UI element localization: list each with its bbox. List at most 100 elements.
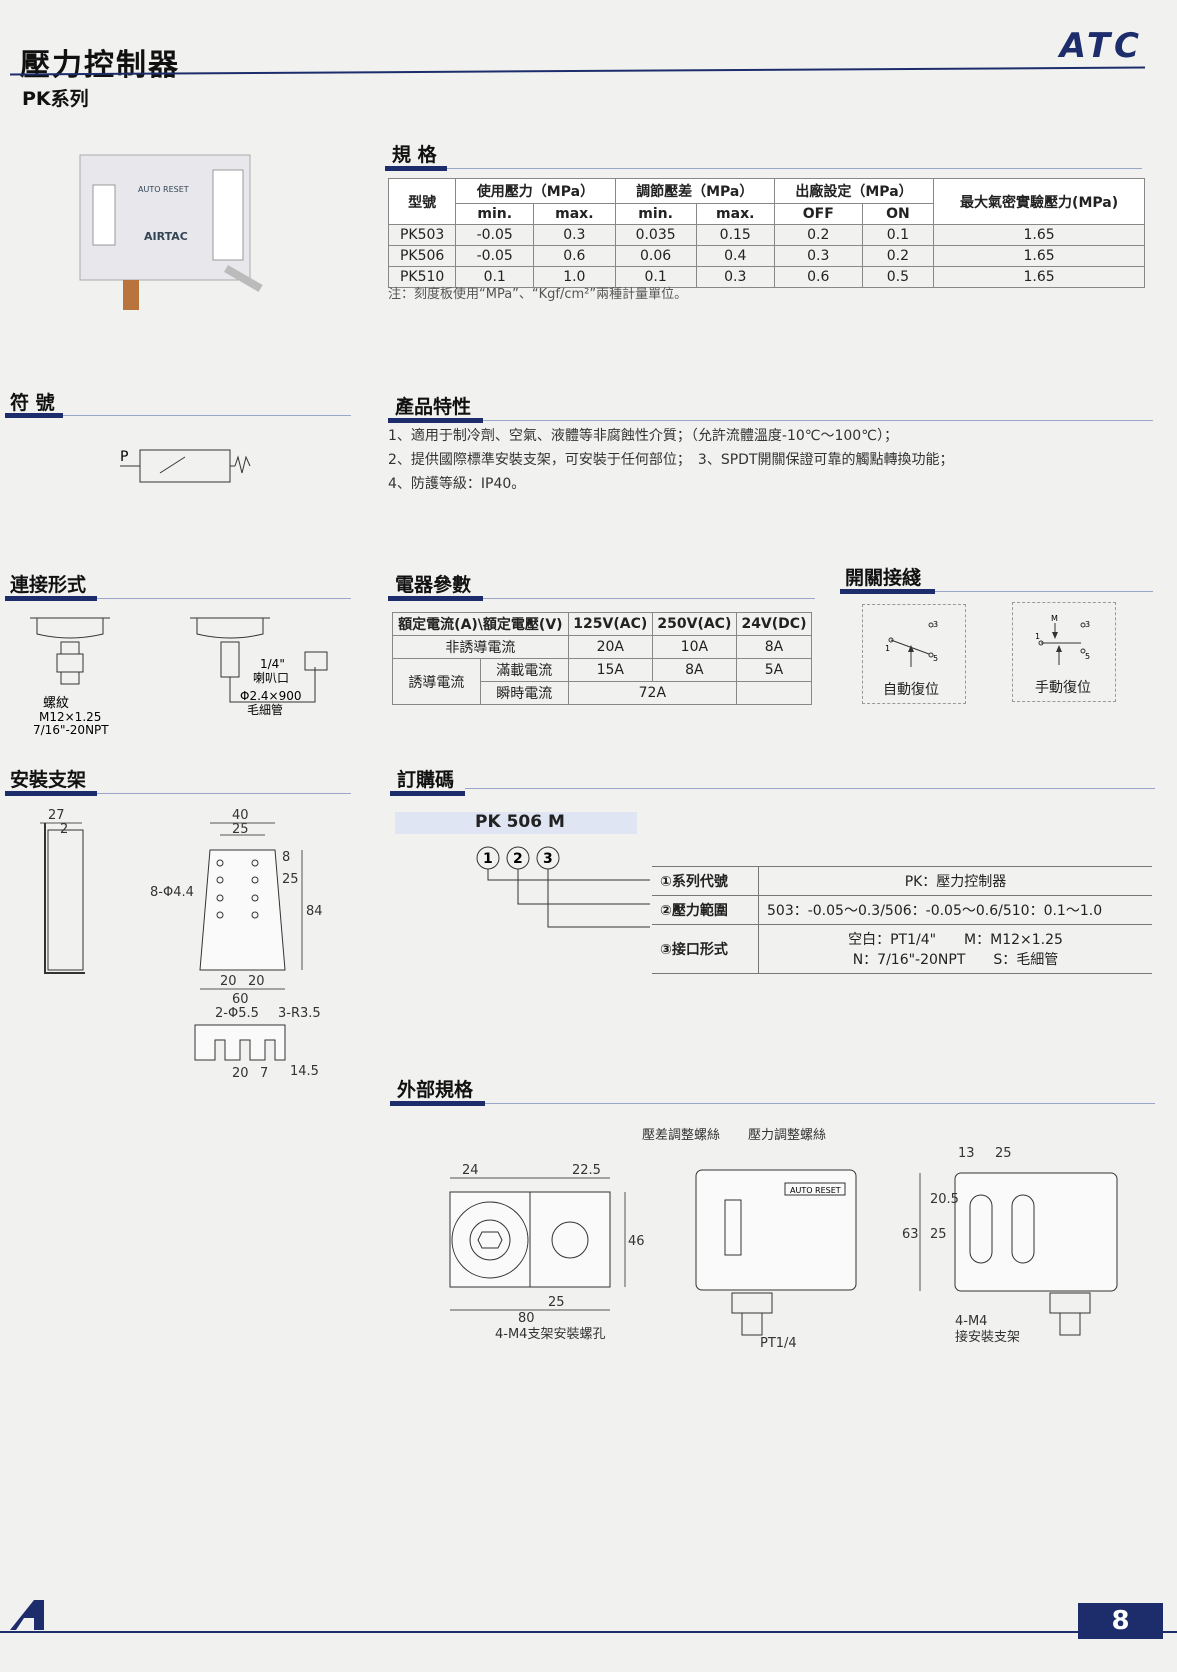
switch-wiring-heading: 開關接綫 [845, 567, 922, 589]
bracket-drawing: 27 2 40 25 8-Φ4.4 8 25 84 20 20 60 2-Φ5.… [20, 805, 340, 1095]
spec-sub-on: ON [861, 203, 935, 225]
table-row: 瞬時電流 72A [393, 681, 813, 705]
external-front-view: 壓差調整螺絲 壓力調整螺絲 AUTO RESET PT1/4 [640, 1125, 870, 1355]
svg-text:60: 60 [232, 992, 249, 1007]
svg-text:3-R3.5: 3-R3.5 [278, 1006, 321, 1021]
elec-col-24: 24V(DC) [735, 612, 813, 636]
svg-text:7: 7 [260, 1066, 268, 1081]
external-heading-bar [390, 1101, 485, 1106]
svg-text:25: 25 [282, 872, 299, 887]
table-row: ①系列代號 PK：壓力控制器 [652, 866, 1152, 896]
switch-manual-label: 手動復位 [1035, 680, 1091, 696]
svg-text:63: 63 [902, 1227, 919, 1242]
svg-text:1: 1 [885, 644, 890, 653]
spec-col-use-pressure: 使用壓力（MPa） [455, 178, 616, 204]
page-title: 壓力控制器 [20, 48, 180, 83]
switch-auto-label: 自動復位 [883, 682, 939, 698]
photo-brand-text: AIRTAC [144, 230, 188, 243]
svg-text:84: 84 [306, 904, 323, 919]
page-subtitle: PK系列 [22, 88, 89, 110]
connection-heading-line [97, 598, 351, 599]
table-row: ②壓力範圍 503：-0.05～0.3/506：-0.05～0.6/510：0.… [652, 895, 1152, 925]
brand-logo: ATC [1059, 26, 1143, 66]
conn-right-label4: 毛細管 [247, 702, 283, 717]
svg-text:20: 20 [248, 974, 265, 989]
svg-text:3: 3 [933, 620, 938, 629]
order-code: PK 506 M [475, 812, 565, 832]
svg-text:M: M [1051, 614, 1058, 623]
electrical-heading: 電器參數 [395, 574, 472, 596]
svg-text:PT1/4: PT1/4 [760, 1336, 797, 1351]
electrical-table: 額定電流(A)\額定電壓(V) 125V(AC) 250V(AC) 24V(DC… [392, 612, 813, 705]
conn-right-label3: Φ2.4×900 [240, 689, 302, 703]
order-connectors: 1 2 3 [470, 842, 660, 942]
symbol-port-label: P [120, 449, 128, 465]
elec-col-125: 125V(AC) [567, 612, 653, 636]
photo-auto-reset-text: AUTO RESET [138, 185, 189, 194]
features-heading-bar [388, 418, 483, 423]
features-heading: 產品特性 [395, 396, 472, 418]
svg-text:25: 25 [232, 822, 249, 837]
features-list: 1、適用于制冷劑、空氣、液體等非腐蝕性介質；（允許流體溫度-10℃～100℃）；… [388, 424, 1148, 496]
svg-text:25: 25 [930, 1227, 947, 1242]
svg-text:4-M4支架安裝螺孔: 4-M4支架安裝螺孔 [495, 1327, 605, 1340]
list-item: 2、提供國際標準安裝支架，可安裝于任何部位； 3、SPDT開關保證可靠的觸點轉換… [388, 452, 954, 468]
svg-text:20: 20 [232, 1066, 249, 1081]
svg-text:46: 46 [628, 1234, 645, 1249]
switch-wiring-manual: M 3 5 1 手動復位 [1012, 602, 1116, 702]
symbol-heading-bar [5, 413, 63, 418]
spec-heading-line [447, 168, 1142, 169]
external-back-view: 13 25 20.5 25 63 4-M4 接安裝支架 [900, 1143, 1140, 1353]
bracket-heading-line [97, 793, 351, 794]
svg-text:3: 3 [543, 851, 553, 867]
list-item: 1、適用于制冷劑、空氣、液體等非腐蝕性介質；（允許流體溫度-10℃～100℃）； [388, 428, 898, 444]
switch-wiring-heading-bar [840, 589, 935, 594]
elec-col-250: 250V(AC) [651, 612, 737, 636]
svg-text:AUTO RESET: AUTO RESET [790, 1186, 841, 1195]
electrical-heading-bar [388, 596, 483, 601]
order-table: ①系列代號 PK：壓力控制器 ②壓力範圍 503：-0.05～0.3/506：-… [652, 866, 1152, 974]
svg-text:22.5: 22.5 [572, 1163, 601, 1178]
spec-heading-bar [385, 166, 447, 171]
spec-table: 型號 使用壓力（MPa） 調節壓差（MPa） 出廠設定（MPa） 最大氣密實驗壓… [387, 178, 1145, 288]
spec-sub-max: max. [533, 203, 616, 225]
svg-text:8: 8 [282, 850, 290, 865]
connection-heading-bar [5, 596, 97, 601]
spec-note: 注：刻度板使用“MPa”、“Kgf/cm²”兩種計量單位。 [388, 287, 688, 302]
order-heading-line [465, 788, 1155, 789]
order-code-suffix: M [547, 812, 565, 832]
svg-text:4-M4: 4-M4 [955, 1314, 987, 1329]
spec-col-adjust-diff: 調節壓差（MPa） [614, 178, 775, 204]
spec-col-max-test: 最大氣密實驗壓力(MPa) [933, 178, 1145, 225]
svg-text:1: 1 [1035, 632, 1040, 641]
svg-text:20: 20 [220, 974, 237, 989]
footer-logo [8, 1598, 58, 1636]
svg-text:80: 80 [518, 1311, 535, 1326]
spec-heading: 規 格 [392, 144, 437, 166]
svg-text:2-Φ5.5: 2-Φ5.5 [215, 1006, 259, 1021]
spec-sub-off: OFF [773, 203, 863, 225]
svg-text:27: 27 [48, 808, 65, 823]
bracket-heading: 安裝支架 [10, 769, 87, 791]
svg-text:25: 25 [995, 1146, 1012, 1161]
features-heading-line [483, 420, 1153, 421]
spec-sub-min: min. [614, 203, 697, 225]
svg-text:24: 24 [462, 1163, 479, 1178]
order-heading-bar [390, 791, 465, 796]
svg-text:3: 3 [1085, 620, 1090, 629]
svg-text:接安裝支架: 接安裝支架 [955, 1329, 1020, 1345]
bracket-heading-bar [5, 791, 97, 796]
order-code-band [395, 812, 637, 834]
svg-text:40: 40 [232, 808, 249, 823]
svg-text:13: 13 [958, 1146, 975, 1161]
header-rule [10, 66, 1145, 76]
electrical-heading-line [483, 598, 815, 599]
conn-left-label1: 螺紋 [43, 696, 69, 711]
pressure-switch-symbol: P [120, 445, 260, 490]
connection-heading: 連接形式 [10, 574, 87, 596]
order-code-prefix: PK [475, 812, 501, 832]
spec-sub-min: min. [455, 203, 535, 225]
